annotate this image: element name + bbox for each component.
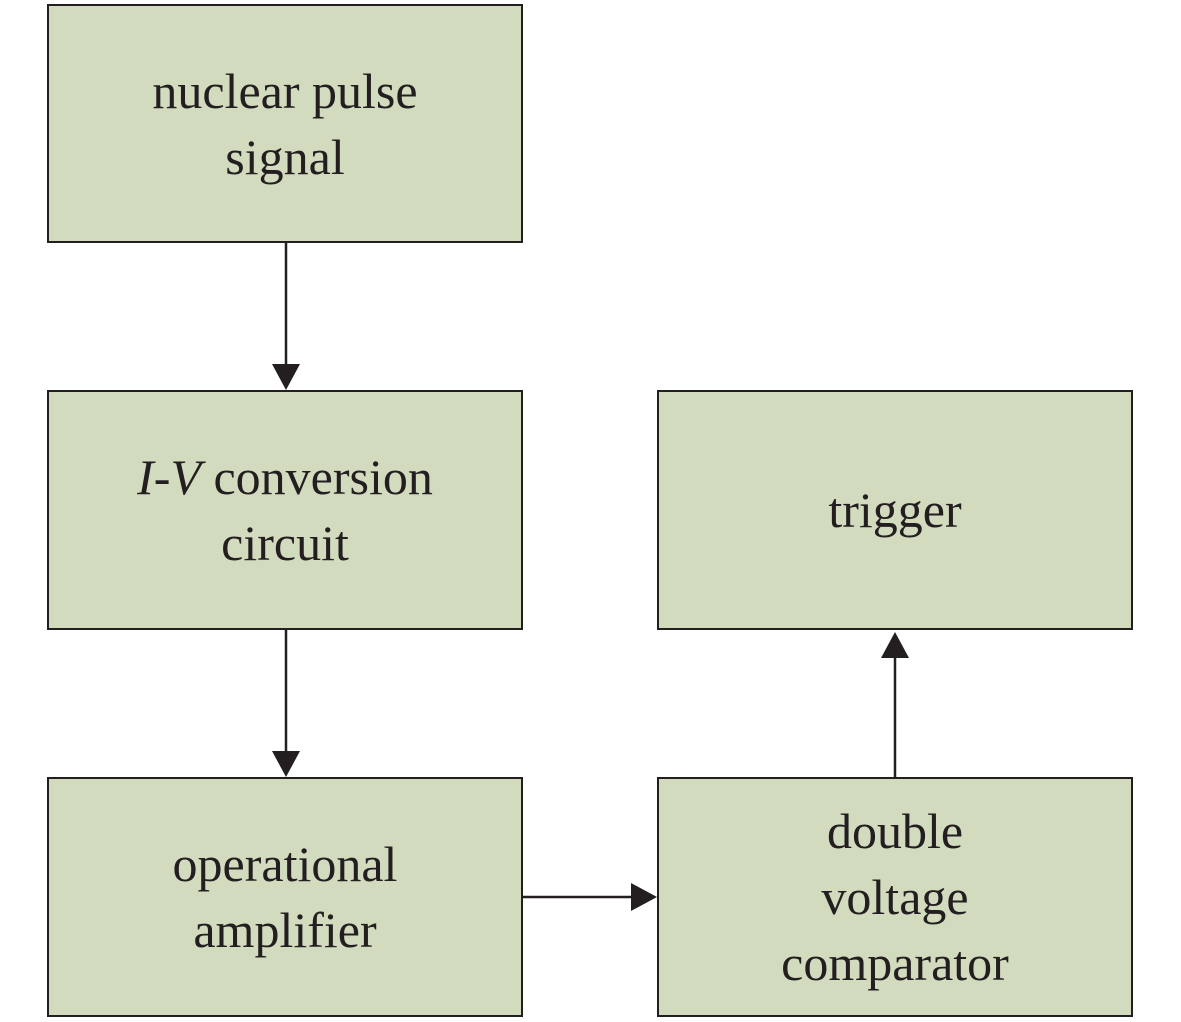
operational-amplifier-line2: amplifier: [193, 902, 377, 958]
iv-conversion-line1: I-V conversion: [137, 444, 433, 510]
comparator-line2: voltage: [821, 869, 969, 925]
nuclear-pulse-signal-line2: signal: [225, 128, 345, 185]
comparator-line1: double: [826, 803, 964, 859]
trigger-block: trigger: [657, 390, 1133, 630]
nuclear-pulse-signal-line1: nuclear pulse: [152, 62, 418, 119]
comparator-line3: comparator: [781, 935, 1009, 991]
arrowhead-pulse-to-iv: [272, 364, 300, 390]
iv-conversion-circuit-block: I-V conversion circuit: [47, 390, 523, 630]
arrowhead-iv-to-opamp: [272, 751, 300, 777]
operational-amplifier-line1: operational: [172, 836, 398, 892]
double-voltage-comparator-block: double voltage comparator: [657, 777, 1133, 1017]
iv-conversion-line2: circuit: [221, 515, 349, 571]
arrowhead-comparator-to-trigger: [881, 632, 909, 658]
operational-amplifier-block: operational amplifier: [47, 777, 523, 1017]
variable-i: I: [137, 449, 154, 505]
variable-dash: -: [153, 449, 171, 505]
conversion-word: conversion: [200, 449, 433, 505]
variable-v: V: [170, 449, 201, 505]
arrowhead-opamp-to-comparator: [631, 883, 657, 911]
trigger-label: trigger: [828, 482, 962, 538]
nuclear-pulse-signal-block: nuclear pulse signal: [47, 4, 523, 243]
